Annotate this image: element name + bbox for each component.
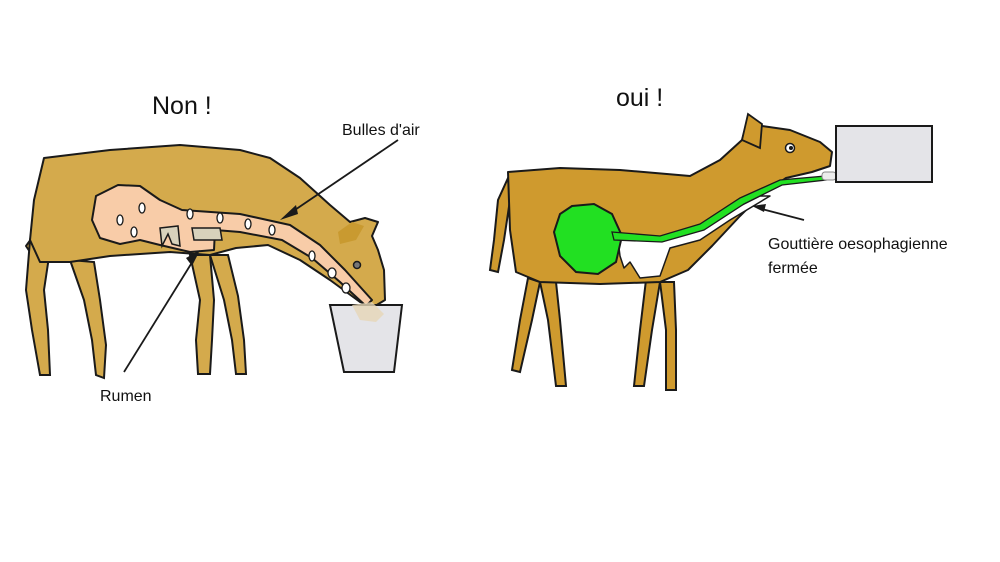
abomasum	[552, 202, 624, 276]
bottle	[835, 125, 933, 183]
air-bubbles-label: Bulles d'air	[342, 122, 420, 139]
air-bubbles	[116, 202, 351, 294]
bucket	[328, 304, 404, 373]
left-title: Non !	[152, 92, 212, 120]
groove-label-line1: Gouttière oesophagienne	[768, 236, 948, 253]
groove-label-line2: fermée	[768, 260, 818, 277]
right-calf	[488, 112, 933, 391]
left-cow	[24, 139, 404, 380]
right-title: oui !	[616, 84, 664, 112]
rumen-label: Rumen	[100, 388, 152, 405]
